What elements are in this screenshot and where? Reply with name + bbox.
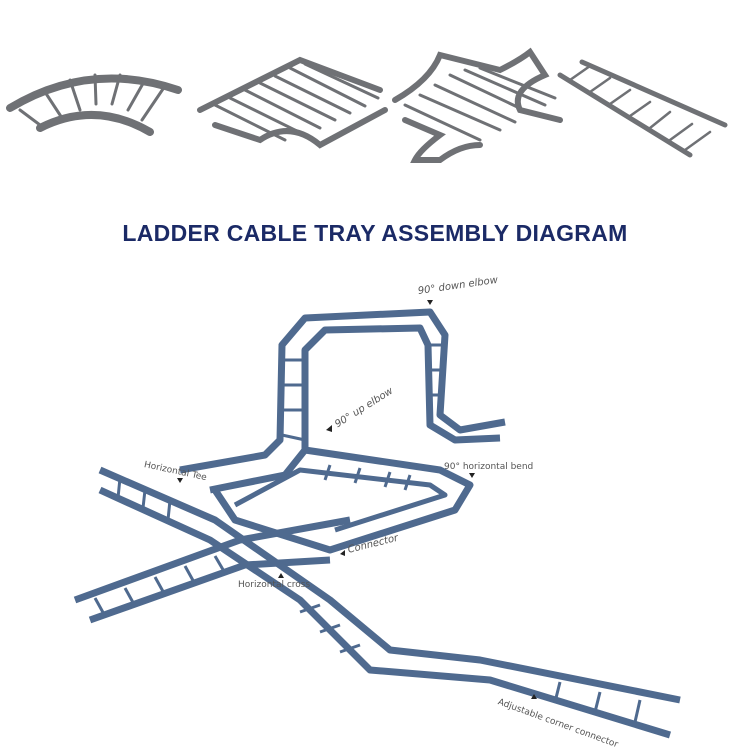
straight-ladder: [557, 59, 728, 158]
horizontal-ring: [212, 446, 474, 554]
cross-fitting: [392, 47, 563, 163]
elbow-fitting: [6, 73, 182, 136]
label-horizontal-bend: 90° horizontal bend: [444, 462, 534, 472]
page-title: LADDER CABLE TRAY ASSEMBLY DIAGRAM: [122, 220, 628, 246]
elbow-loop: [179, 308, 506, 494]
top-fittings: [6, 47, 728, 163]
label-horizontal-cross: Horizontal cross: [238, 580, 311, 590]
horizontal-tee-tray: [98, 466, 681, 739]
tee-fitting: [197, 56, 388, 149]
label-pointers: [177, 300, 537, 699]
assembly-diagram: [73, 308, 681, 739]
